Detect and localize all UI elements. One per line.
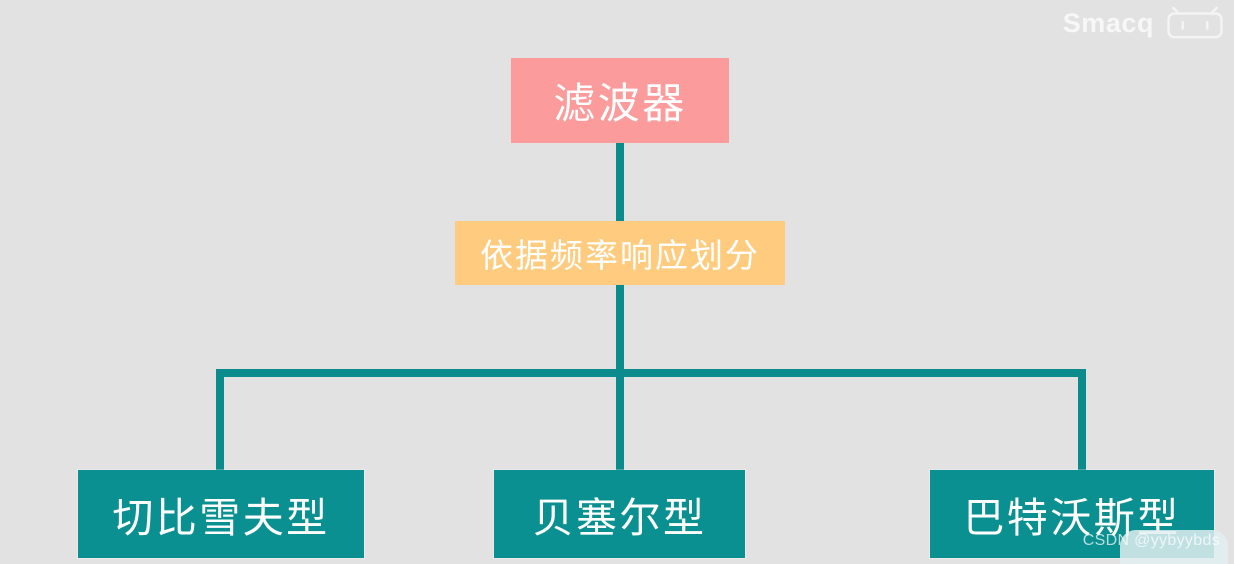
brand-watermark-text: Smacq bbox=[1062, 7, 1154, 38]
node-root-filter: 滤波器 bbox=[511, 58, 729, 143]
node-criterion-frequency-response: 依据频率响应划分 bbox=[455, 221, 785, 285]
node-leaf-chebyshev: 切比雪夫型 bbox=[78, 470, 364, 558]
node-leaf-butterworth: 巴特沃斯型 bbox=[930, 470, 1214, 558]
connector-drop-right bbox=[1078, 369, 1086, 471]
bilibili-logo-icon bbox=[1167, 6, 1223, 39]
connector-horizontal-bus bbox=[220, 369, 1082, 377]
brand-watermark: Smacq bbox=[1063, 6, 1226, 40]
connector-drop-left bbox=[216, 369, 224, 471]
connector-root-to-criterion bbox=[616, 142, 624, 222]
node-leaf-bessel: 贝塞尔型 bbox=[494, 470, 745, 558]
connector-criterion-to-bus bbox=[616, 285, 624, 471]
